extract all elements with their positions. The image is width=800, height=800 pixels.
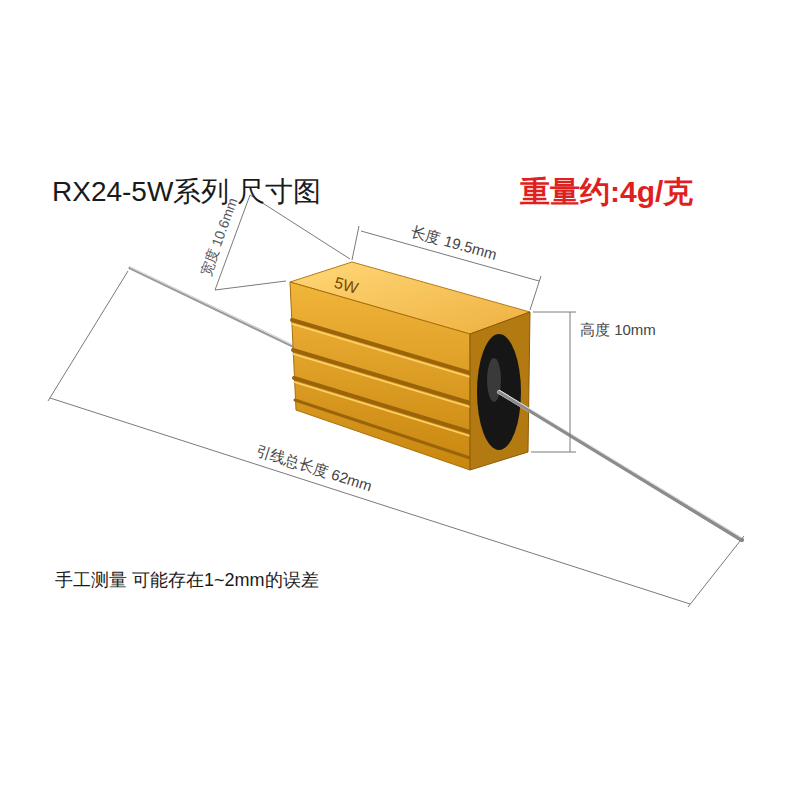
diagram-title: RX24-5W系列 尺寸图 (52, 176, 321, 208)
lead-length-dimension: 引线总长度 62mm (254, 441, 374, 494)
lead-wire (130, 268, 305, 352)
lead-highlight (499, 390, 742, 538)
heat-fins (292, 320, 470, 458)
lead-wire (499, 392, 742, 540)
power-marking: 5W (332, 274, 360, 298)
length-dimension: 长度 19.5mm (409, 223, 499, 264)
body-front (290, 282, 470, 470)
measurement-note: 手工测量 可能存在1~2mm的误差 (55, 570, 319, 591)
dimension-lines (48, 195, 744, 607)
lead-highlight (130, 267, 305, 351)
lead-wire-core (499, 392, 742, 540)
weight-note: 重量约:4g/克 (520, 175, 693, 210)
height-dimension: 高度 10mm (580, 321, 656, 338)
end-cap-shine (487, 358, 501, 402)
width-dimension: 宽度 10.6mm (197, 196, 240, 279)
